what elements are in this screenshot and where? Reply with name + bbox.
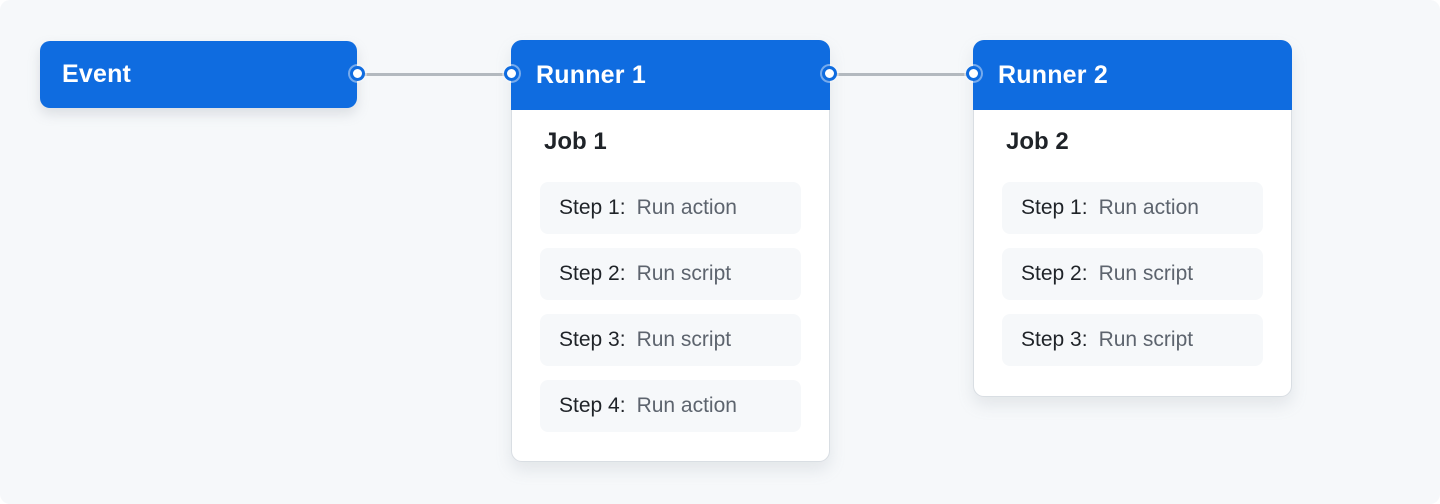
runner1-header: Runner 1 <box>511 40 830 110</box>
runner2-body: Job 2 Step 1: Run action Step 2: Run scr… <box>974 110 1291 366</box>
step-label: Step 3: <box>559 328 626 351</box>
step-label: Step 1: <box>559 196 626 219</box>
step-action: Run script <box>636 328 732 351</box>
step-action: Run script <box>1098 328 1194 351</box>
step-label: Step 4: <box>559 394 626 417</box>
event-node: Event <box>40 41 357 108</box>
job1-title: Job 1 <box>544 128 607 155</box>
step-row: Step 4: Run action <box>540 380 801 432</box>
connector-dot-runner1-right <box>822 66 837 81</box>
connector-line-runner1-runner2 <box>830 73 973 76</box>
runner2-label: Runner 2 <box>998 60 1108 89</box>
runner2-card: Runner 2 Job 2 Step 1: Run action Step 2… <box>973 40 1292 397</box>
step-action: Run action <box>1098 196 1199 219</box>
step-row: Step 2: Run script <box>1002 248 1263 300</box>
runner1-body: Job 1 Step 1: Run action Step 2: Run scr… <box>512 110 829 432</box>
step-action: Run script <box>636 262 732 285</box>
runner1-label: Runner 1 <box>536 60 646 89</box>
step-action: Run action <box>636 394 737 417</box>
step-row: Step 1: Run action <box>540 182 801 234</box>
runner1-card: Runner 1 Job 1 Step 1: Run action Step 2… <box>511 40 830 462</box>
step-action: Run action <box>636 196 737 219</box>
step-row: Step 3: Run script <box>540 314 801 366</box>
connector-dot-runner1-left <box>504 66 519 81</box>
connector-dot-runner2-left <box>966 66 981 81</box>
step-label: Step 2: <box>559 262 626 285</box>
runner2-header: Runner 2 <box>973 40 1292 110</box>
step-label: Step 3: <box>1021 328 1088 351</box>
step-label: Step 2: <box>1021 262 1088 285</box>
connector-line-event-runner1 <box>357 73 511 76</box>
step-row: Step 3: Run script <box>1002 314 1263 366</box>
step-label: Step 1: <box>1021 196 1088 219</box>
step-action: Run script <box>1098 262 1194 285</box>
event-label: Event <box>62 60 132 88</box>
step-row: Step 1: Run action <box>1002 182 1263 234</box>
step-row: Step 2: Run script <box>540 248 801 300</box>
connector-dot-event-right <box>350 66 365 81</box>
job2-title: Job 2 <box>1006 128 1069 155</box>
